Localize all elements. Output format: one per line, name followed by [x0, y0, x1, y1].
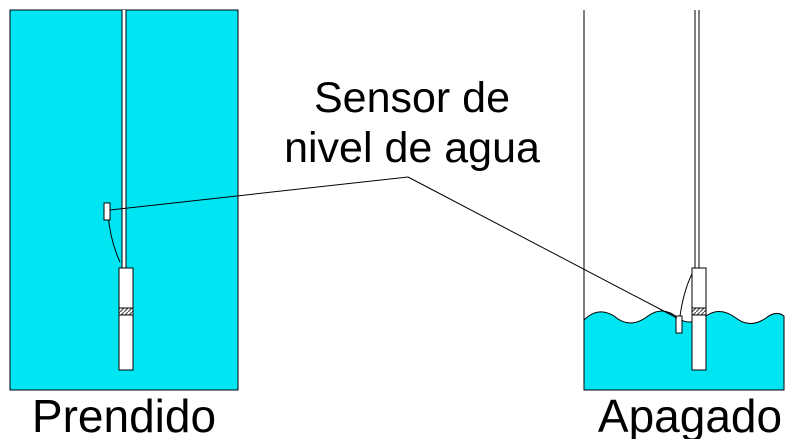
- tank-low-panel: [583, 10, 785, 391]
- caption-prendido: Prendido: [32, 390, 216, 439]
- float-sensor-left: [103, 202, 111, 221]
- caption-apagado: Apagado: [598, 390, 782, 439]
- water-body-low: [583, 310, 785, 391]
- sensor-label-line1: Sensor de: [314, 74, 510, 122]
- cable-left: [121, 10, 127, 268]
- sensor-label-line2: nivel de agua: [284, 124, 540, 172]
- pump-left: [118, 267, 134, 371]
- pump-right: [691, 267, 707, 371]
- callout-leaders: [109, 176, 678, 319]
- float-sensor-right: [675, 315, 683, 334]
- cable-right: [694, 10, 700, 268]
